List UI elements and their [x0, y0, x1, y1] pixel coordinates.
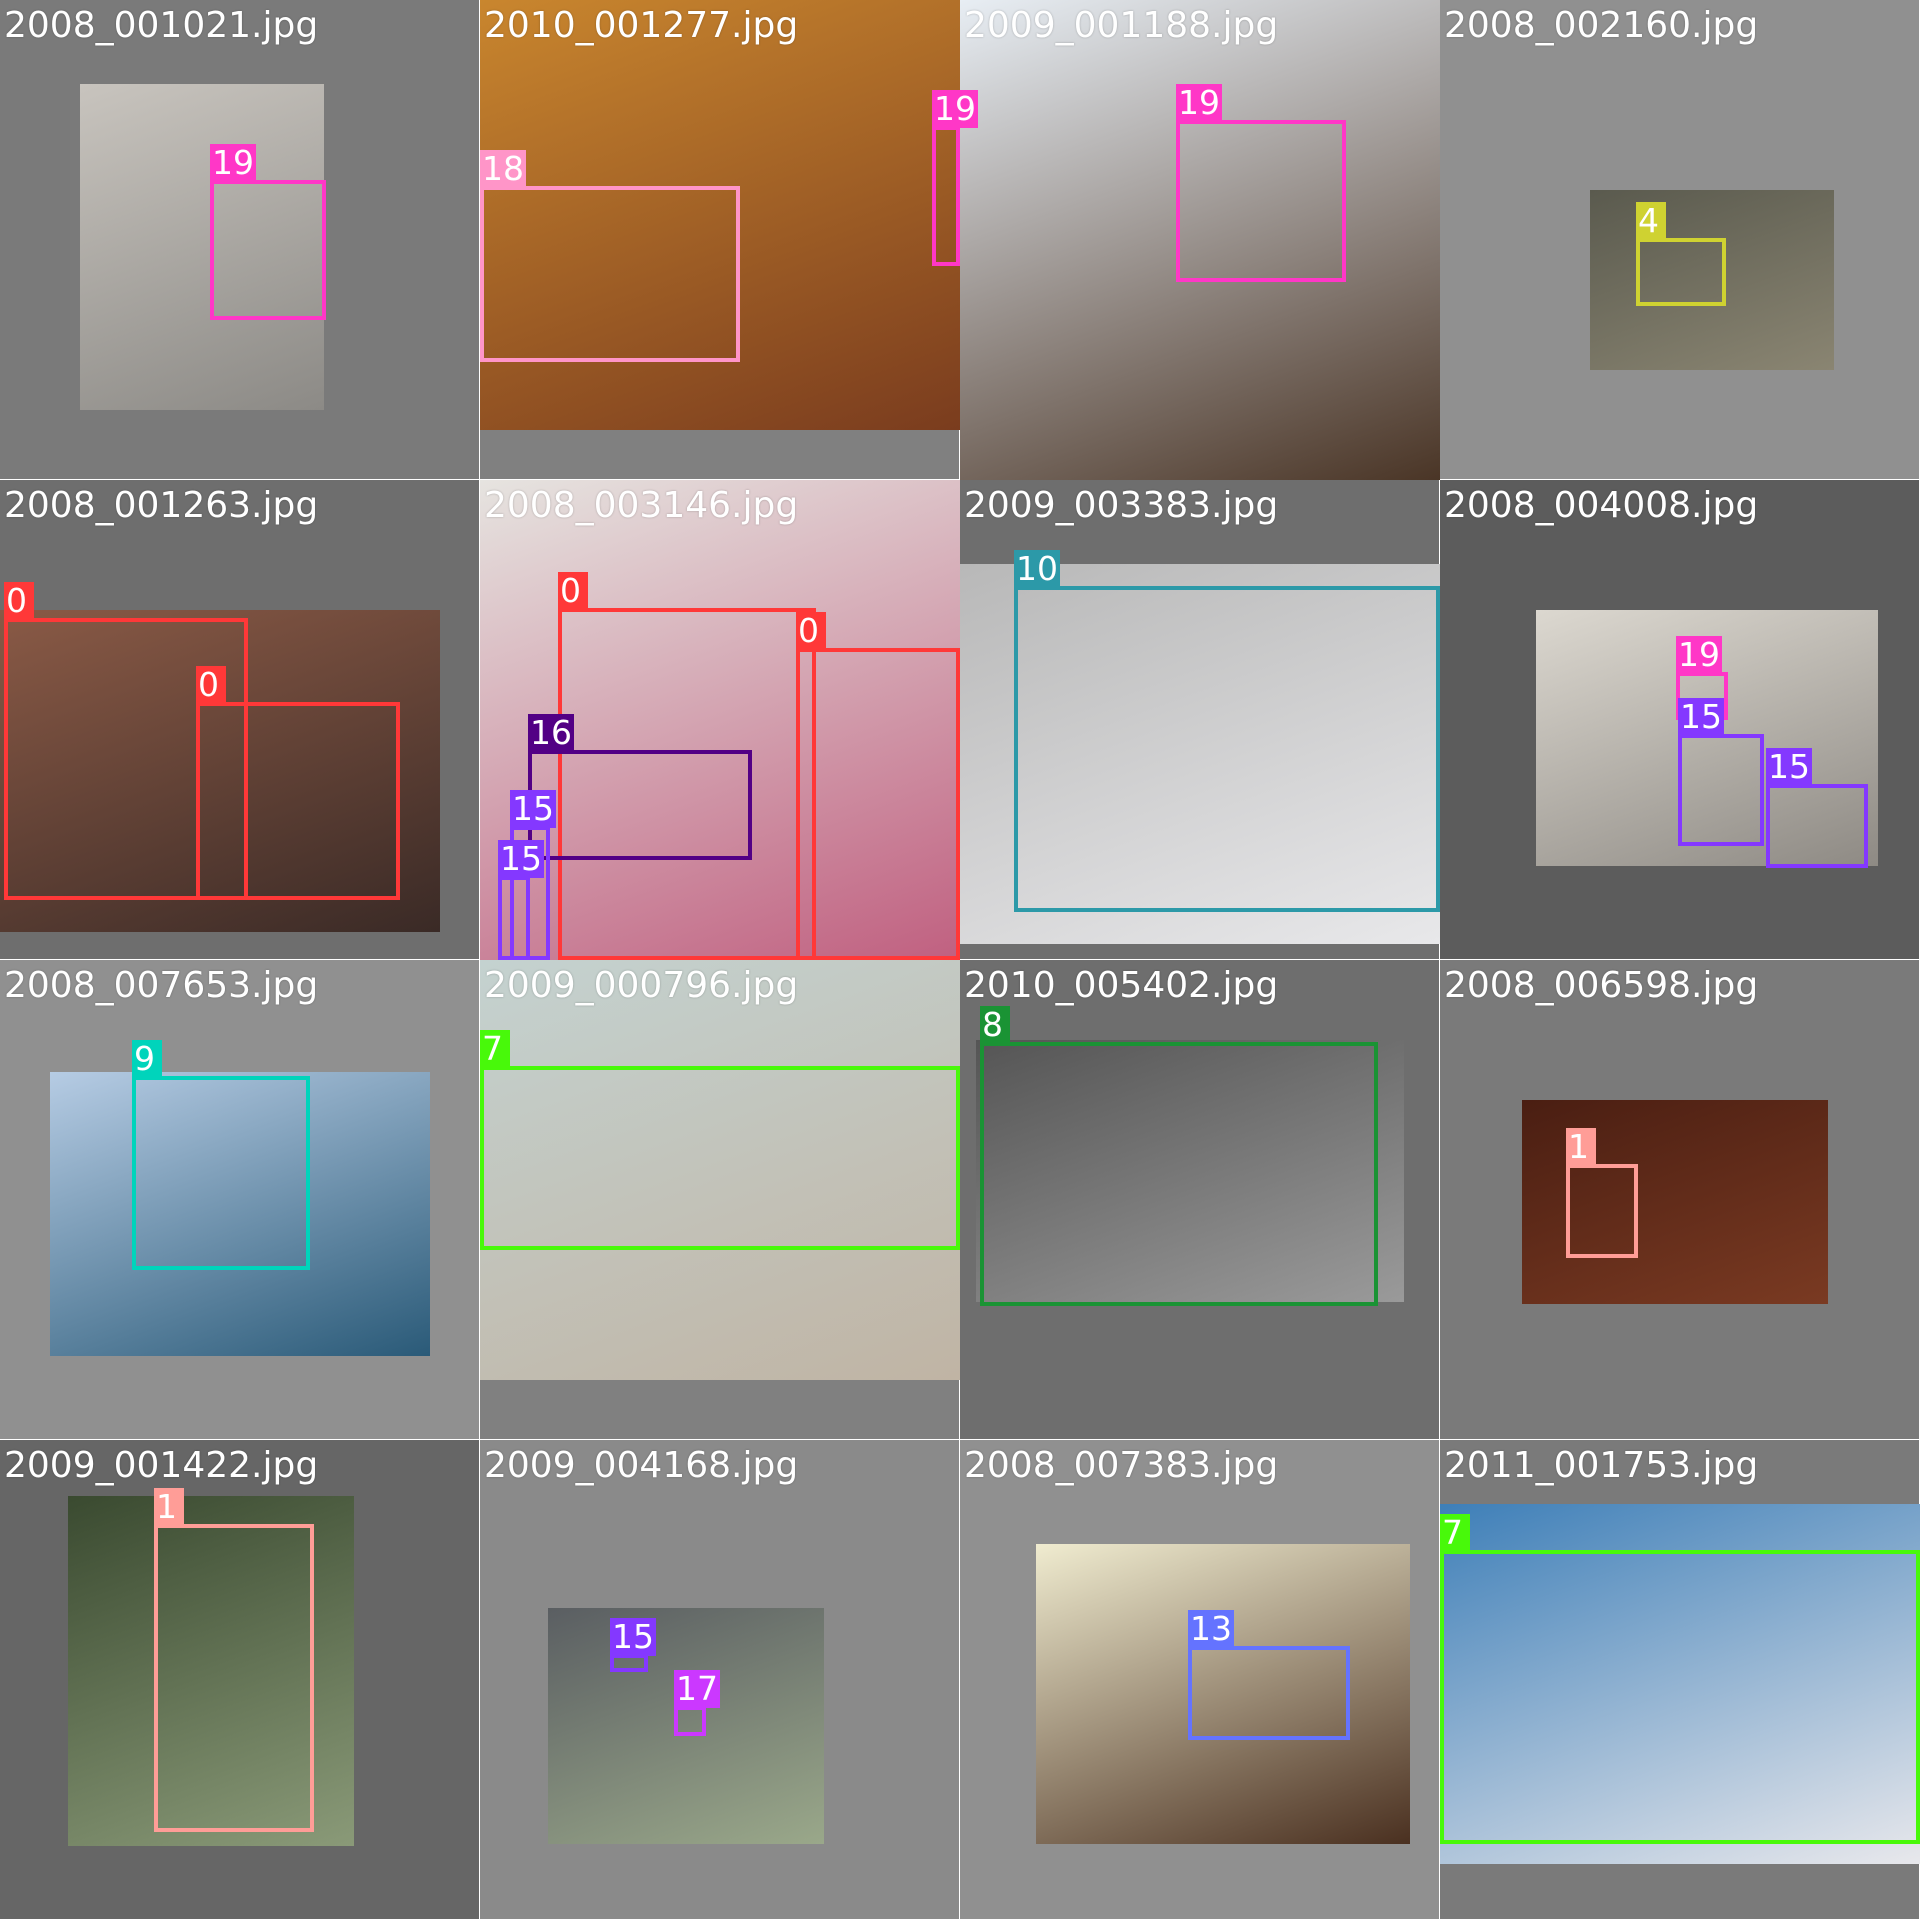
photo [548, 1608, 824, 1844]
class-label: 19 [1176, 83, 1222, 122]
bounding-box: 15 [610, 1618, 656, 1672]
bounding-box: 0 [796, 612, 960, 960]
class-label: 0 [796, 612, 826, 650]
class-label: 15 [610, 1617, 656, 1656]
class-label: 0 [4, 582, 34, 620]
bounding-box: 1 [154, 1488, 314, 1832]
filename-label: 2009_004168.jpg [484, 1445, 799, 1486]
class-label: 9 [132, 1040, 162, 1078]
filename-label: 2008_007653.jpg [4, 965, 319, 1006]
class-label: 19 [210, 143, 256, 182]
photo [976, 1040, 1404, 1302]
bounding-box: 18 [480, 150, 740, 362]
filename-label: 2008_002160.jpg [1444, 5, 1759, 46]
bounding-box: 10 [1014, 550, 1440, 912]
filename-label: 2009_003383.jpg [964, 485, 1279, 526]
class-label: 15 [510, 789, 556, 828]
class-label: 10 [1014, 549, 1060, 588]
class-label: 16 [528, 713, 574, 752]
bounding-box: 13 [1188, 1610, 1350, 1740]
photo [960, 564, 1440, 944]
filename-label: 2008_001263.jpg [4, 485, 319, 526]
bounding-box: 15 [510, 790, 556, 960]
photo [68, 1496, 354, 1846]
class-label: 7 [1440, 1514, 1470, 1552]
filename-label: 2011_001753.jpg [1444, 1445, 1759, 1486]
image-tile: 7 2011_001753.jpg [1440, 1440, 1920, 1920]
image-tile: 0 0 2008_001263.jpg [0, 480, 480, 960]
bounding-box: 7 [480, 1030, 960, 1250]
photo [1440, 1504, 1920, 1864]
filename-label: 2009_001422.jpg [4, 1445, 319, 1486]
filename-label: 2008_003146.jpg [484, 485, 799, 526]
class-label: 19 [1676, 635, 1722, 674]
image-tile: 1 2008_006598.jpg [1440, 960, 1920, 1440]
class-label: 15 [1678, 697, 1724, 736]
class-label: 18 [480, 149, 526, 188]
photo [480, 960, 960, 1380]
bounding-box: 9 [132, 1040, 310, 1270]
bounding-box: 15 [1766, 748, 1868, 868]
image-tile: 13 2008_007383.jpg [960, 1440, 1440, 1920]
bounding-box: 19 [1676, 636, 1728, 720]
class-label: 15 [1766, 747, 1812, 786]
class-label: 19 [932, 89, 978, 128]
class-label: 1 [1566, 1128, 1596, 1166]
class-label: 15 [498, 839, 544, 878]
bounding-box: 15 [1678, 698, 1764, 846]
class-label: 17 [674, 1669, 720, 1708]
photo [960, 0, 1440, 480]
class-label: 0 [558, 572, 588, 610]
photo [50, 1072, 430, 1356]
bounding-box: 0 [558, 572, 816, 960]
image-tile: 4 2008_002160.jpg [1440, 0, 1920, 480]
bounding-box: 1 [1566, 1128, 1638, 1258]
image-tile: 18 19 2010_001277.jpg [480, 0, 978, 480]
filename-label: 2008_006598.jpg [1444, 965, 1759, 1006]
image-tile: 0 0 16 15 15 2008_003146.jpg [480, 480, 960, 960]
filename-label: 2010_001277.jpg [484, 5, 799, 46]
image-tile: 19 2008_001021.jpg [0, 0, 480, 480]
bounding-box: 19 [1176, 84, 1346, 282]
filename-label: 2008_007383.jpg [964, 1445, 1279, 1486]
filename-label: 2008_004008.jpg [1444, 485, 1759, 526]
photo [0, 610, 440, 932]
class-label: 1 [154, 1488, 184, 1526]
bounding-box: 19 [210, 144, 326, 320]
class-label: 7 [480, 1030, 510, 1068]
bounding-box: 0 [4, 582, 248, 900]
image-tile: 19 2009_001188.jpg [960, 0, 1440, 480]
filename-label: 2010_005402.jpg [964, 965, 1279, 1006]
bounding-box: 15 [498, 840, 544, 960]
photo [1590, 190, 1834, 370]
filename-label: 2009_001188.jpg [964, 5, 1279, 46]
class-label: 0 [196, 666, 226, 704]
bounding-box: 4 [1636, 202, 1726, 306]
bounding-box: 17 [674, 1670, 720, 1736]
bounding-box: 19 [932, 90, 978, 266]
bounding-box: 0 [196, 666, 400, 900]
class-label: 13 [1188, 1609, 1234, 1648]
bounding-box: 7 [1440, 1514, 1920, 1844]
image-tile: 19 15 15 2008_004008.jpg [1440, 480, 1920, 960]
image-tile: 9 2008_007653.jpg [0, 960, 480, 1440]
bounding-box: 8 [980, 1006, 1378, 1306]
image-tile: 10 2009_003383.jpg [960, 480, 1440, 960]
photo [80, 84, 324, 410]
bounding-box: 16 [528, 714, 752, 860]
image-tile: 15 17 2009_004168.jpg [480, 1440, 960, 1920]
filename-label: 2009_000796.jpg [484, 965, 799, 1006]
class-label: 8 [980, 1006, 1010, 1044]
class-label: 4 [1636, 202, 1666, 240]
image-tile: 7 2009_000796.jpg [480, 960, 960, 1440]
filename-label: 2008_001021.jpg [4, 5, 319, 46]
